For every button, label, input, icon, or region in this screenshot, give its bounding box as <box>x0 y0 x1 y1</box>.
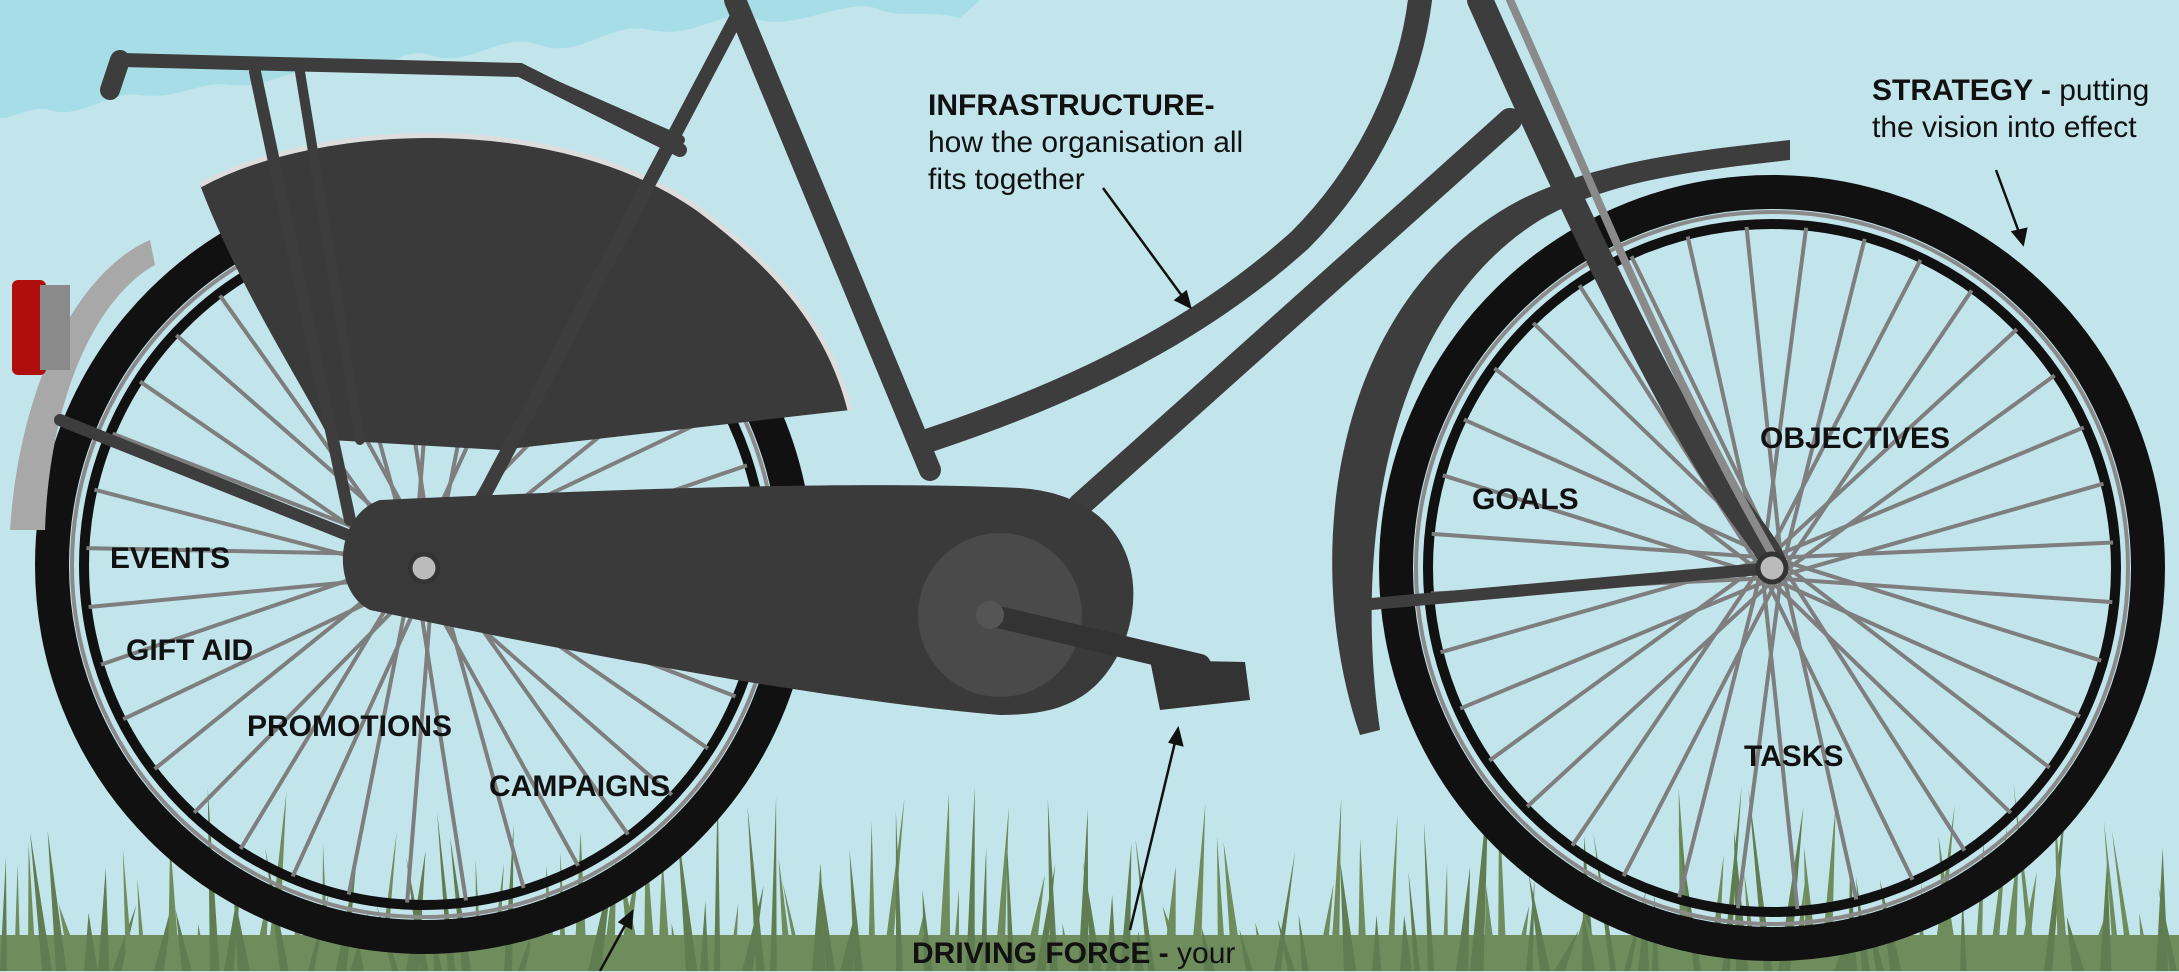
infrastructure-heading: INFRASTRUCTURE- <box>928 87 1243 124</box>
rear-label-gift-aid: GIFT AID <box>126 632 253 669</box>
driving-force-tail: your <box>1177 937 1235 970</box>
infrastructure-text-line2: fits together <box>928 161 1243 198</box>
front-label-goals: GOALS <box>1472 481 1579 518</box>
driving-force-callout: DRIVING FORCE - your <box>912 935 1235 972</box>
strategy-callout: STRATEGY - putting the vision into effec… <box>1872 72 2149 146</box>
rear-hub <box>410 554 438 582</box>
infrastructure-text-line1: how the organisation all <box>928 124 1243 161</box>
rear-label-campaigns: CAMPAIGNS <box>489 768 670 805</box>
driving-force-heading: DRIVING FORCE - <box>912 937 1177 970</box>
front-label-tasks: TASKS <box>1744 738 1843 775</box>
front-label-objectives: OBJECTIVES <box>1760 420 1950 457</box>
infrastructure-callout: INFRASTRUCTURE- how the organisation all… <box>928 87 1243 198</box>
strategy-heading: STRATEGY - <box>1872 74 2059 107</box>
front-hub <box>1758 554 1786 582</box>
strategy-heading-tail: putting <box>2059 74 2149 107</box>
strategy-text-line2: the vision into effect <box>1872 109 2149 146</box>
rear-label-promotions: PROMOTIONS <box>247 708 452 745</box>
rear-label-events: EVENTS <box>110 540 230 577</box>
